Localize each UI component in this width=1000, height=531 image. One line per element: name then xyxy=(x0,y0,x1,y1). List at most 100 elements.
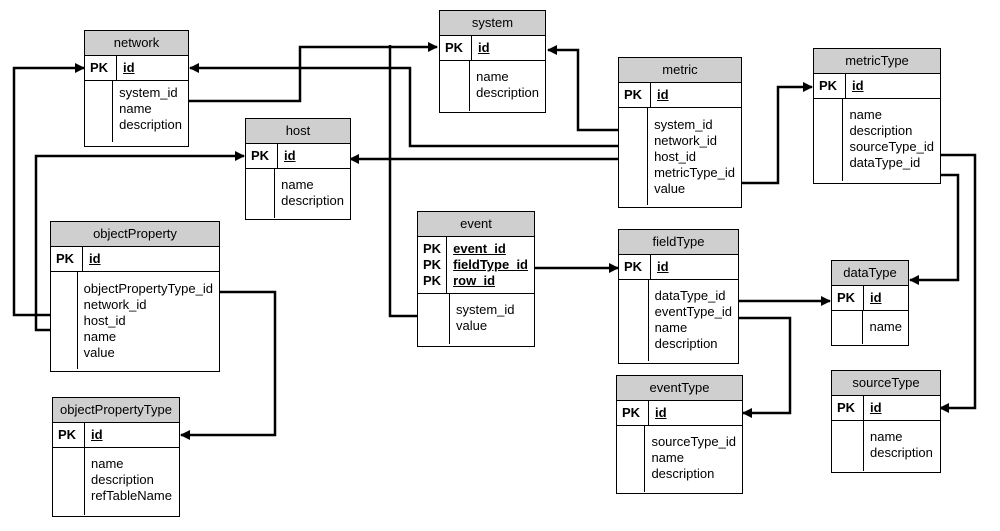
field: dataType_id xyxy=(654,288,726,303)
rel-objectproperty-network xyxy=(12,63,85,317)
field: description xyxy=(654,336,718,351)
pk-field: id xyxy=(657,87,669,102)
field: name xyxy=(849,107,882,122)
pk-field: id xyxy=(655,405,667,420)
pk-field: id xyxy=(478,40,490,55)
field: description xyxy=(91,472,154,487)
entity-sourcetype: sourceType PK id name description xyxy=(831,370,941,473)
field: name xyxy=(83,329,117,344)
rel-metric-network xyxy=(189,63,618,148)
field: network_id xyxy=(83,297,147,312)
rel-objectproperty-objectpropertytype xyxy=(180,290,277,440)
pk-label: PK xyxy=(819,78,838,93)
rel-metric-metrictype xyxy=(741,82,813,185)
field: description xyxy=(476,85,539,100)
field: value xyxy=(654,181,686,196)
entity-title: event xyxy=(418,212,534,237)
rel-metrictype-datatype xyxy=(909,173,960,285)
pk-label: PK xyxy=(423,257,442,272)
field: sourceType_id xyxy=(849,139,934,154)
field: objectPropertyType_id xyxy=(83,281,213,296)
field: host_id xyxy=(654,149,696,164)
field: dataType_id xyxy=(849,155,921,170)
entity-system: system PK id name description xyxy=(439,10,546,113)
entity-title: network xyxy=(85,31,188,56)
entity-title: objectProperty xyxy=(51,222,219,247)
pk-label: PK xyxy=(56,251,75,266)
entity-fieldtype: fieldType PK id dataType_id eventType_id… xyxy=(618,229,739,364)
pk-label: PK xyxy=(423,241,442,256)
field: value xyxy=(83,345,115,360)
entity-network: network PK id system_id name description xyxy=(84,30,189,147)
field: description xyxy=(281,193,344,208)
pk-field: id xyxy=(870,400,882,415)
field: description xyxy=(870,445,933,460)
field: name xyxy=(651,450,684,465)
pk-label: PK xyxy=(624,259,643,274)
entity-title: eventType xyxy=(617,376,742,401)
pk-field: row_id xyxy=(453,273,496,288)
field: sourceType_id xyxy=(651,434,736,449)
field: name xyxy=(654,320,688,335)
pk-field: id xyxy=(123,60,135,75)
field: system_id xyxy=(456,302,515,317)
field: eventType_id xyxy=(654,304,732,319)
pk-label: PK xyxy=(423,273,442,288)
pk-field: fieldType_id xyxy=(453,257,528,272)
entity-title: dataType xyxy=(832,261,908,286)
pk-label: PK xyxy=(251,148,270,163)
rel-fieldtype-eventtype xyxy=(739,316,792,418)
field: name xyxy=(91,456,124,471)
pk-label: PK xyxy=(622,405,641,420)
field: name xyxy=(869,319,902,334)
pk-label: PK xyxy=(445,40,464,55)
field: name xyxy=(870,429,903,444)
field: name xyxy=(119,101,152,116)
entity-eventtype: eventType PK id sourceType_id name descr… xyxy=(616,375,743,494)
entity-objectproperty: objectProperty PK id objectPropertyType_… xyxy=(50,221,220,372)
pk-field: id xyxy=(89,251,101,266)
pk-field: id xyxy=(852,78,864,93)
pk-field: id xyxy=(91,427,103,442)
pk-label: PK xyxy=(837,400,856,415)
entity-event: event PK PK PK event_id fieldType_id row… xyxy=(417,211,535,347)
pk-field: id xyxy=(870,290,882,305)
entity-metric: metric PK id system_id network_id host_i… xyxy=(618,57,742,208)
pk-field: id xyxy=(657,259,669,274)
pk-label: PK xyxy=(837,290,856,305)
entity-title: host xyxy=(246,119,350,144)
pk-field: id xyxy=(284,148,296,163)
field: refTableName xyxy=(91,488,172,503)
pk-label: PK xyxy=(58,427,77,442)
field: name xyxy=(476,69,509,84)
pk-label: PK xyxy=(624,87,643,102)
field: network_id xyxy=(654,133,717,148)
entity-datatype: dataType PK id name xyxy=(831,260,909,346)
entity-objectpropertytype: objectPropertyType PK id name descriptio… xyxy=(52,397,180,517)
entity-title: metricType xyxy=(814,49,940,74)
rel-network-system xyxy=(188,42,438,103)
entity-title: sourceType xyxy=(832,371,940,396)
pk-field: event_id xyxy=(453,241,506,256)
field: description xyxy=(119,117,182,132)
field: value xyxy=(456,318,488,333)
rel-objectproperty-host xyxy=(34,151,245,332)
rel-event-system xyxy=(388,45,418,318)
field: description xyxy=(651,466,715,481)
pk-label: PK xyxy=(90,60,109,75)
entity-title: objectPropertyType xyxy=(53,398,179,423)
rel-metrictype-sourcetype xyxy=(939,153,977,413)
entity-metrictype: metricType PK id name description source… xyxy=(813,48,941,184)
field: name xyxy=(281,177,314,192)
entity-title: fieldType xyxy=(619,230,738,255)
entity-title: system xyxy=(440,11,545,36)
rel-metric-system xyxy=(547,45,618,132)
field: metricType_id xyxy=(654,165,735,180)
field: host_id xyxy=(83,313,126,328)
entity-host: host PK id name description xyxy=(245,118,351,220)
field: description xyxy=(849,123,913,138)
field: system_id xyxy=(654,117,713,132)
field: system_id xyxy=(119,85,178,100)
